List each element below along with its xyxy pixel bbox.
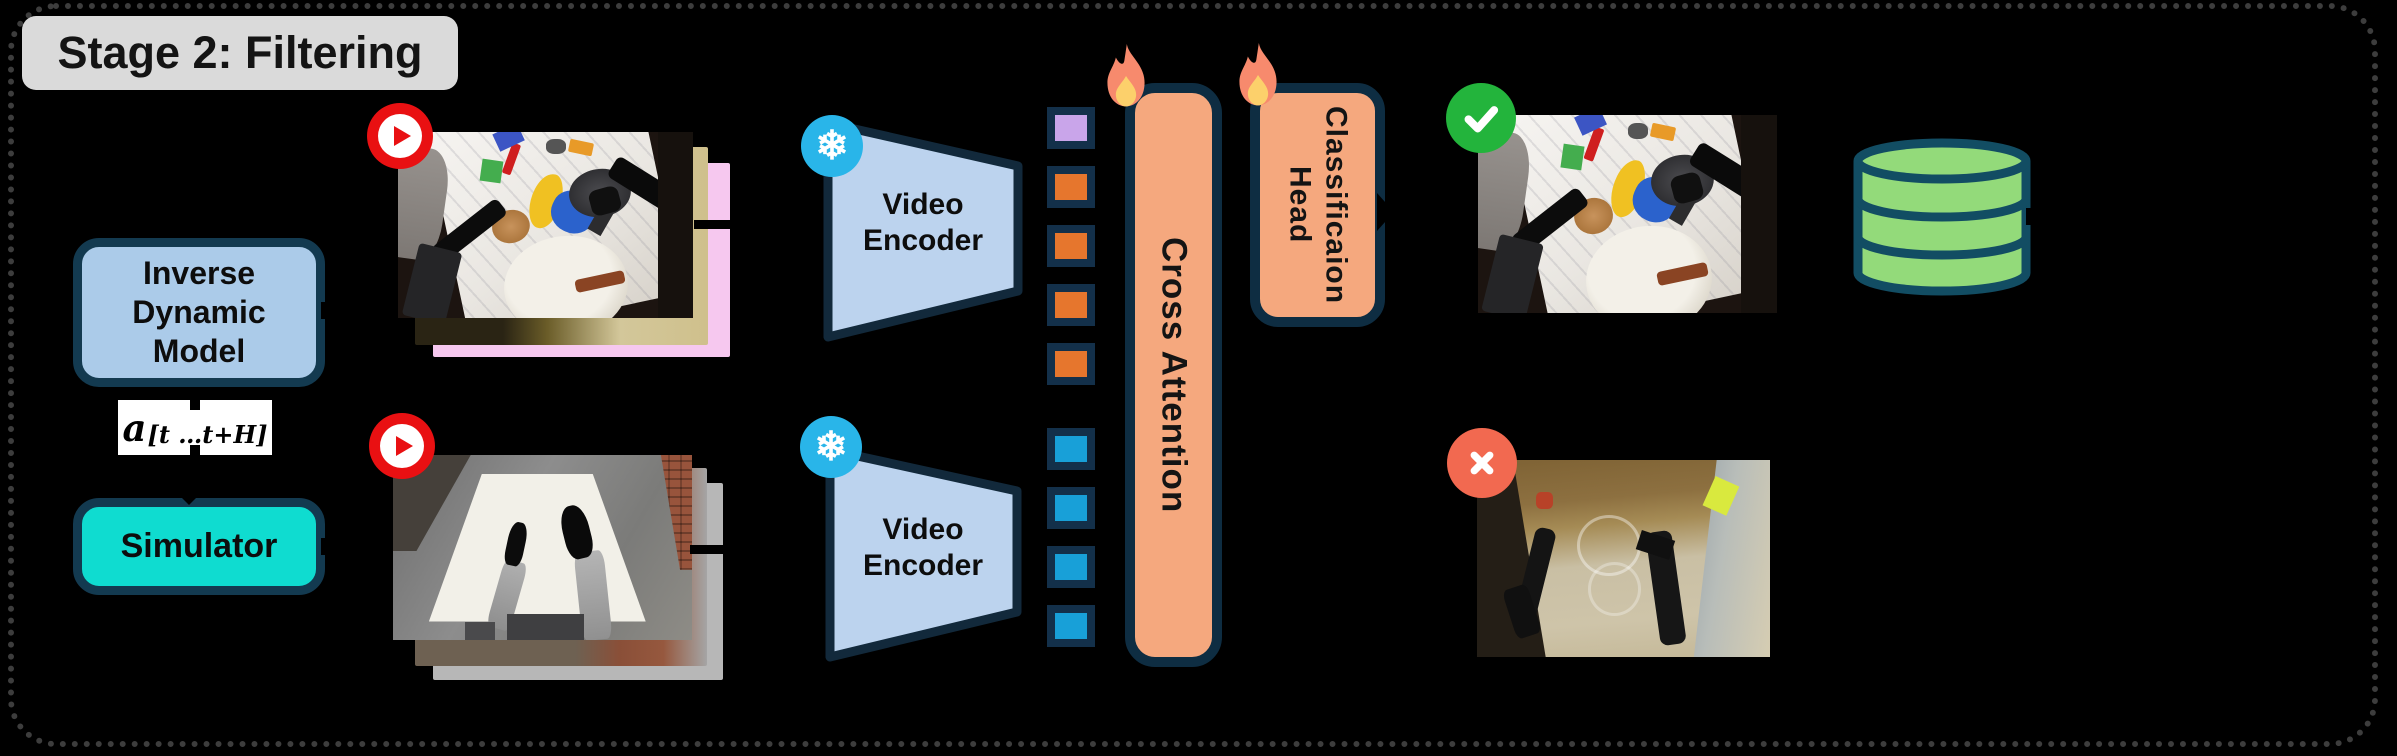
dark-edge xyxy=(1741,115,1777,313)
check-glyph xyxy=(1464,106,1499,133)
simulator-box: Simulator xyxy=(73,498,325,595)
gray-item xyxy=(545,139,567,155)
orange-token xyxy=(1047,343,1095,385)
arrow-notch xyxy=(321,302,332,319)
cross-icon xyxy=(1447,428,1517,498)
arrow-segment xyxy=(690,545,734,554)
classification-head-box: Classificaion Head xyxy=(1250,83,1385,327)
stage-title: Stage 2: Filtering xyxy=(22,16,458,90)
robot-base xyxy=(506,614,585,640)
arrow-notch-down xyxy=(176,492,202,505)
cross-attention-box: Cross Attention xyxy=(1125,83,1222,667)
purple-token xyxy=(1047,107,1095,149)
blue-token xyxy=(1047,546,1095,588)
snowflake-glyph: ❄ xyxy=(815,124,849,168)
green-cube xyxy=(479,158,503,184)
real-video-thumbnail xyxy=(398,132,693,318)
white-mat xyxy=(428,473,646,622)
fire-icon xyxy=(1107,43,1145,107)
inverse-dynamic-model-box: Inverse Dynamic Model xyxy=(73,238,325,387)
play-disc xyxy=(378,114,422,158)
database-icon xyxy=(1853,138,2031,296)
play-triangle xyxy=(396,436,413,456)
accepted-video-thumbnail xyxy=(1478,115,1777,313)
orange-token xyxy=(1047,166,1095,208)
sim-video-thumbnail xyxy=(393,455,692,640)
dark-edge xyxy=(657,132,693,318)
arrow-tick xyxy=(190,400,200,410)
rejected-video-thumbnail xyxy=(1477,460,1770,657)
classification-head-line1: Classificaion xyxy=(1319,105,1353,305)
check-icon xyxy=(1446,83,1516,153)
robot-base xyxy=(464,621,495,640)
token-column-sim xyxy=(1047,428,1095,647)
blue-token xyxy=(1047,487,1095,529)
token-column-real xyxy=(1047,107,1095,385)
formula-base: a xyxy=(122,405,147,450)
video-encoder-bottom-shape xyxy=(825,445,1022,662)
blue-token xyxy=(1047,428,1095,470)
cross-attention-label: Cross Attention xyxy=(1154,236,1194,514)
action-formula: a[t …t+H] xyxy=(118,400,272,455)
snowflake-glyph: ❄ xyxy=(814,425,848,469)
arrow-head xyxy=(1377,193,1394,231)
play-icon xyxy=(369,413,435,479)
formula-subscript: [t …t+H] xyxy=(147,420,268,449)
orange-token xyxy=(1047,284,1095,326)
mat-marking xyxy=(1588,562,1642,616)
orange-token xyxy=(1047,225,1095,267)
blue-token xyxy=(1047,605,1095,647)
red-item xyxy=(1535,491,1554,510)
play-disc xyxy=(380,424,424,468)
video-encoder-top-shape xyxy=(823,118,1023,342)
fire-icon xyxy=(1239,42,1277,106)
arrow-notch xyxy=(321,538,332,555)
gray-item xyxy=(1627,122,1649,139)
arrow-segment xyxy=(694,220,738,229)
classification-head-line2: Head xyxy=(1283,166,1317,244)
brick-wall xyxy=(660,455,692,570)
cross-glyph xyxy=(1470,451,1494,475)
video-encoder-top-label: Video Encoder xyxy=(862,188,984,257)
snowflake-icon: ❄ xyxy=(800,416,862,478)
classification-head-label: Classificaion Head xyxy=(1283,106,1353,304)
video-encoder-bottom-label: Video Encoder xyxy=(862,513,984,582)
arrow-tick xyxy=(190,445,200,455)
arrow-notch xyxy=(1840,208,1851,225)
dashed-border xyxy=(8,3,2378,747)
green-cube xyxy=(1560,143,1585,170)
arrow-notch xyxy=(2026,208,2037,225)
play-icon xyxy=(367,103,433,169)
snowflake-icon: ❄ xyxy=(801,115,863,177)
play-triangle xyxy=(394,126,411,146)
